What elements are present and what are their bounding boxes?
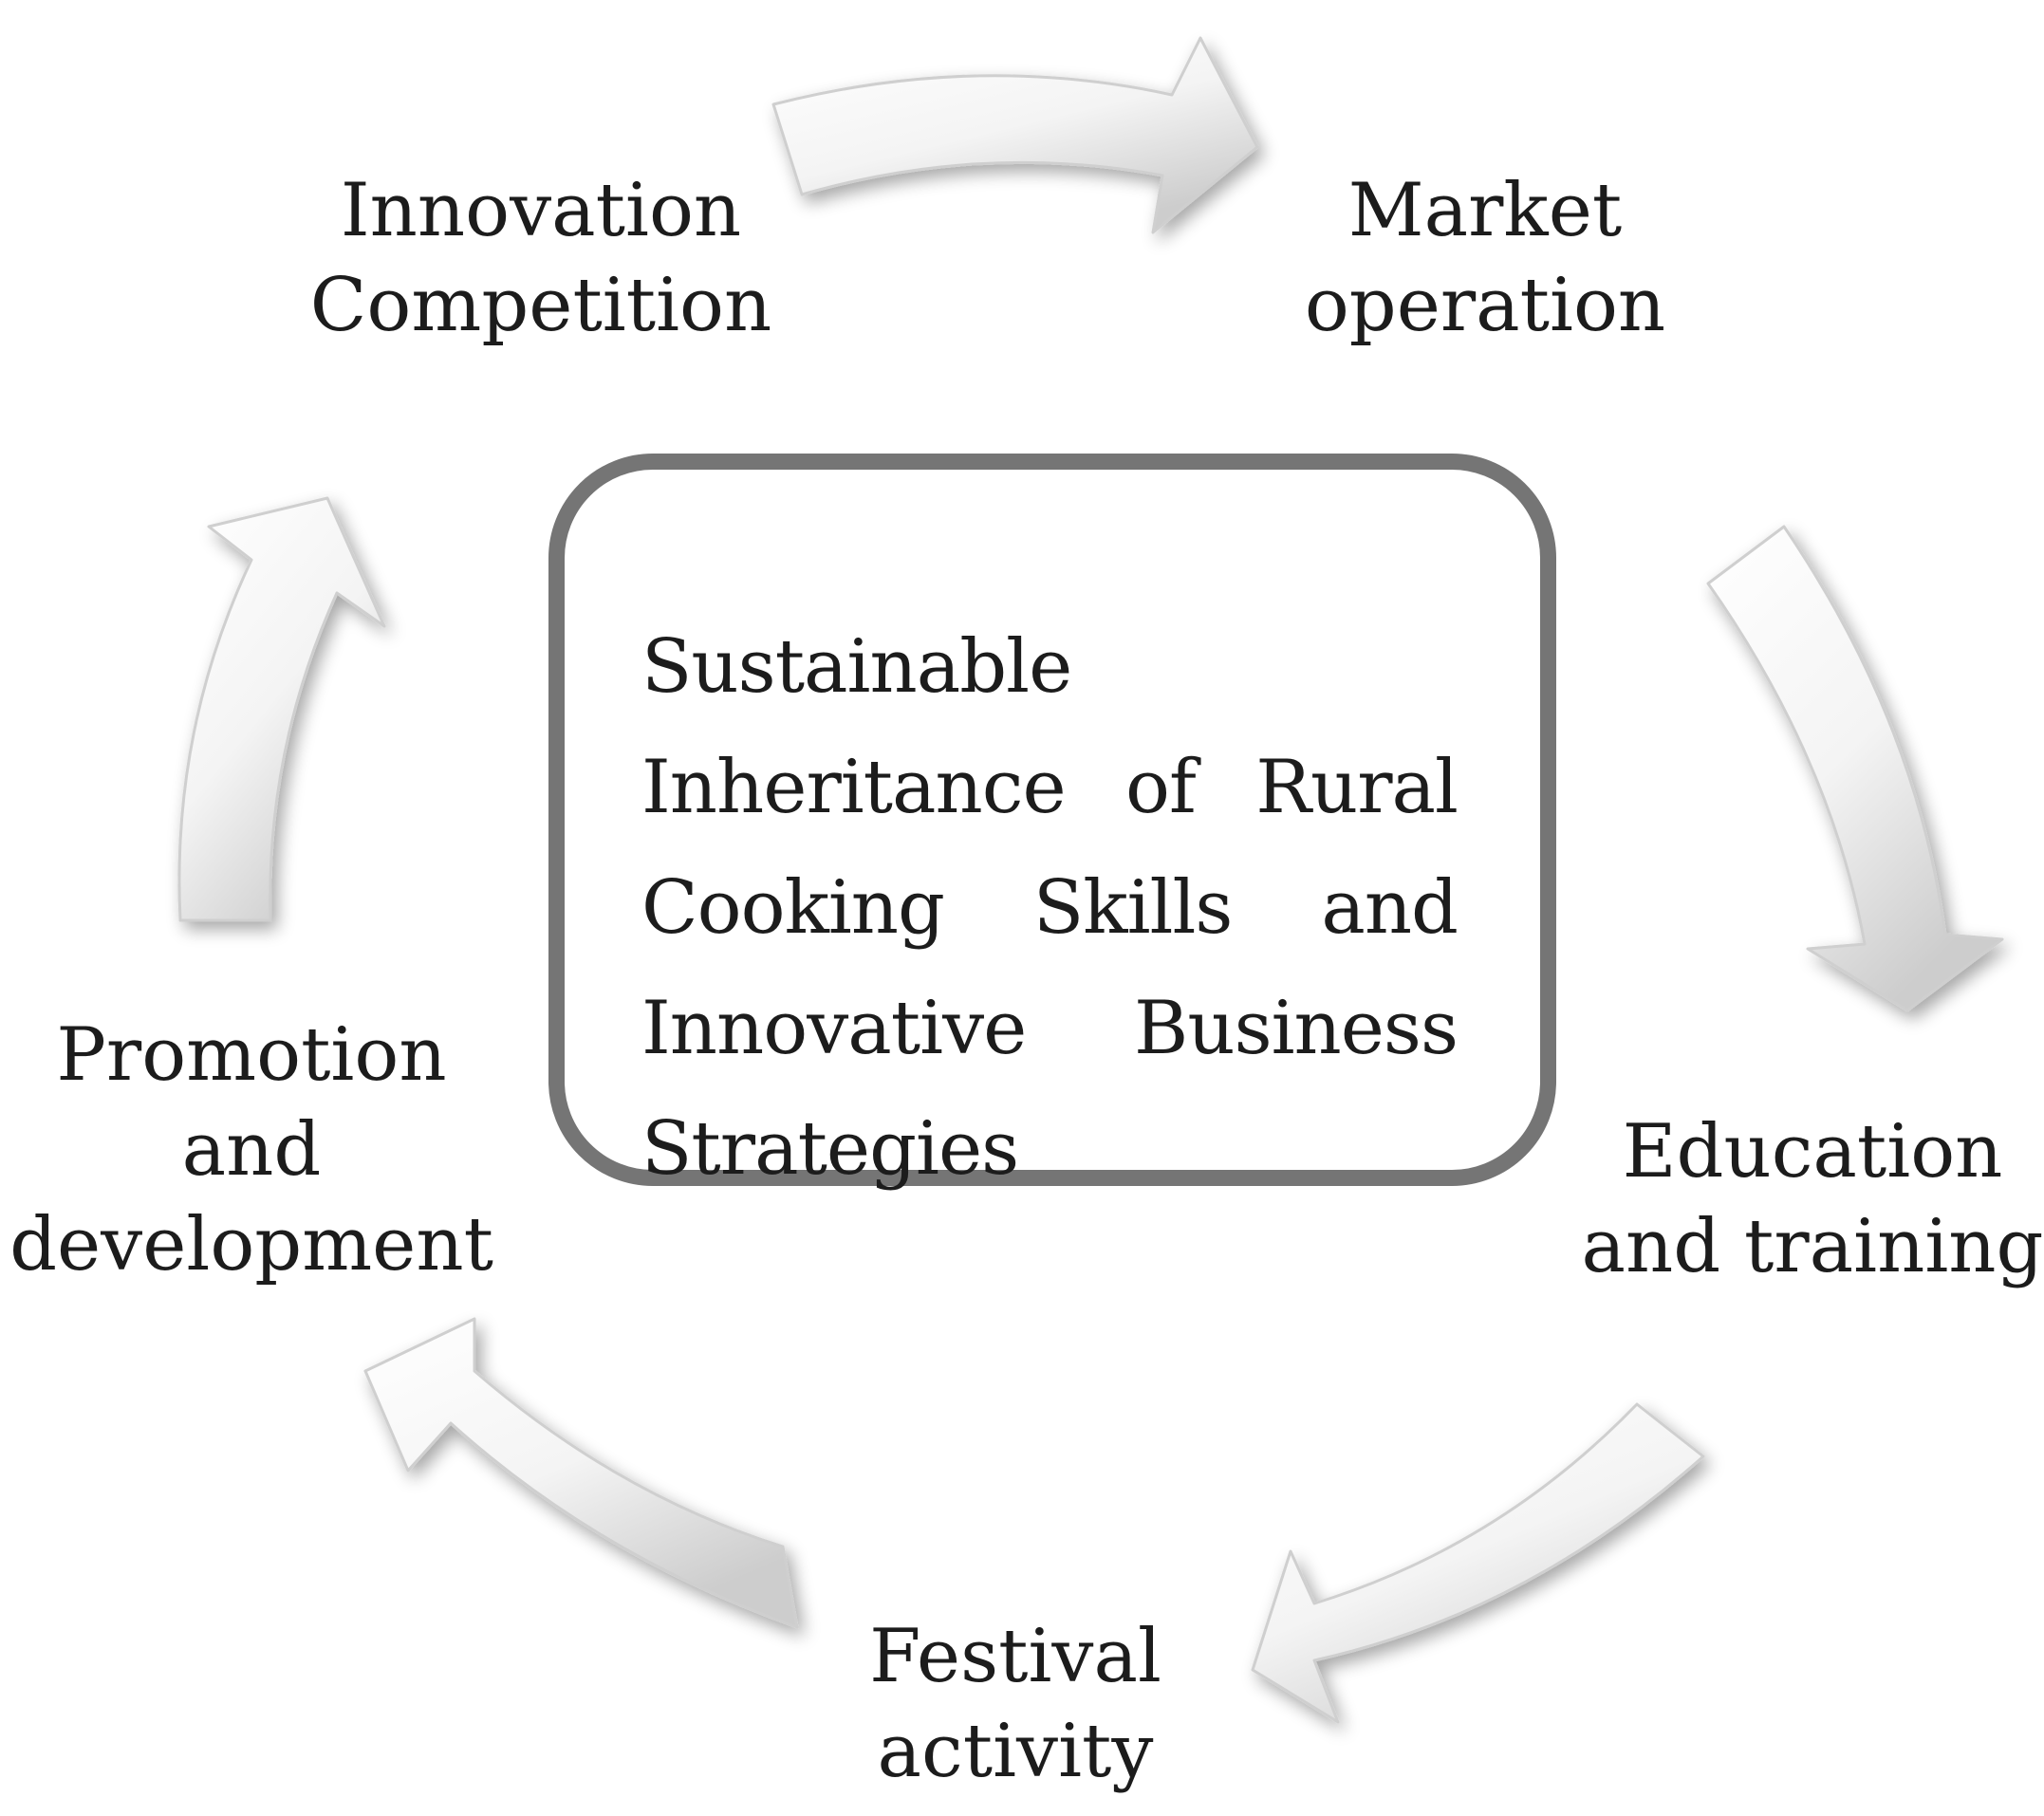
stage-promotion-and-development: Promotion and development bbox=[0, 1008, 503, 1292]
stage-label-line: activity bbox=[877, 1709, 1154, 1794]
stage-label-line: Market bbox=[1347, 168, 1623, 253]
stage-label-line: development bbox=[9, 1202, 493, 1288]
stage-label-line: Festival bbox=[869, 1614, 1161, 1699]
stage-label-line: operation bbox=[1304, 263, 1666, 348]
arrow-festival-to-promotion bbox=[363, 1317, 799, 1629]
center-box bbox=[548, 454, 1556, 1186]
arrow-market-to-education bbox=[1706, 525, 2004, 1012]
stage-education-and-training: Education and training bbox=[1537, 1104, 2044, 1294]
stage-label-line: and bbox=[181, 1107, 322, 1193]
stage-market-operation: Market operation bbox=[1200, 163, 1770, 353]
stage-label-line: Innovation bbox=[340, 168, 742, 253]
stage-label-line: Education bbox=[1622, 1109, 2003, 1195]
stage-innovation-competition: Innovation Competition bbox=[256, 163, 826, 353]
stage-label-line: Competition bbox=[309, 263, 772, 348]
arrow-innovation-to-market bbox=[771, 36, 1259, 234]
arrow-education-to-festival bbox=[1251, 1402, 1705, 1724]
center-title: Sustainable Inheritance of Rural Cooking… bbox=[641, 624, 1459, 1192]
stage-label-line: and training bbox=[1581, 1204, 2044, 1289]
stage-festival-activity: Festival activity bbox=[721, 1609, 1310, 1799]
arrow-promotion-to-innovation bbox=[177, 496, 386, 922]
stage-label-line: Promotion bbox=[56, 1012, 447, 1098]
